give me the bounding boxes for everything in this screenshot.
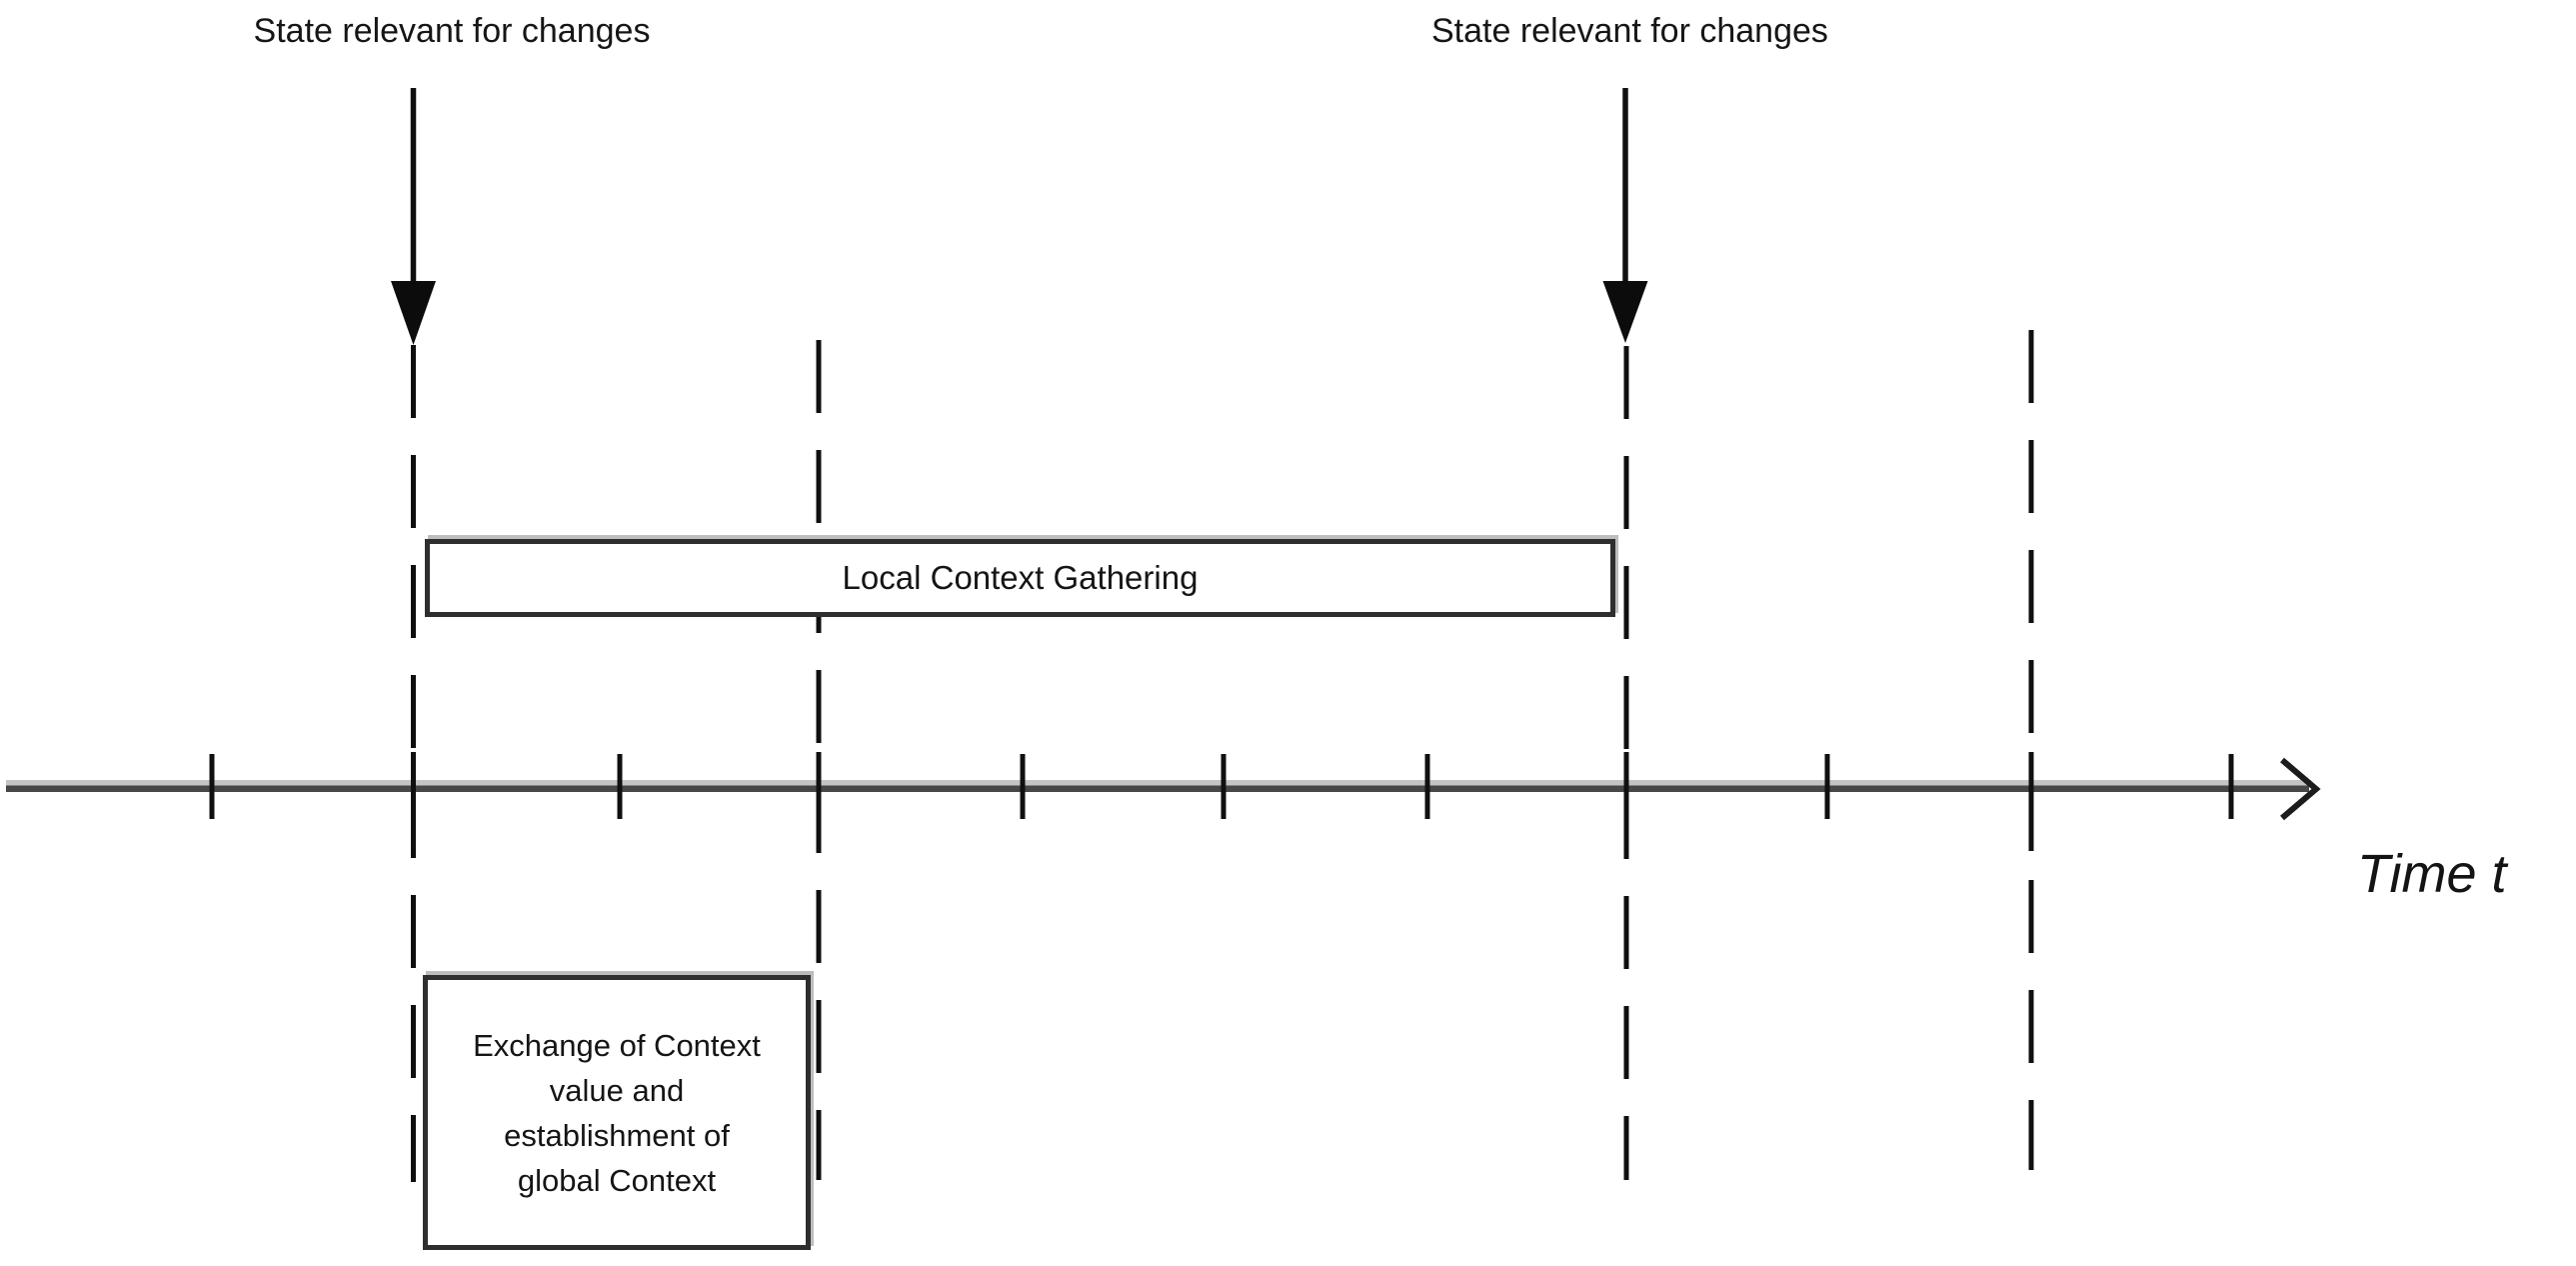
context-exchange-line: establishment of	[504, 1117, 730, 1153]
state-relevant-label-right: State relevant for changes	[1431, 12, 1828, 50]
state-relevant-label-left: State relevant for changes	[253, 12, 651, 50]
down-arrow-icon	[391, 281, 436, 345]
time-axis-label: Time t	[2357, 844, 2507, 904]
context-exchange-text: Exchange of Context value and establishm…	[473, 1023, 761, 1203]
context-exchange-line: value and	[549, 1072, 685, 1108]
context-exchange-line: global Context	[517, 1162, 717, 1198]
context-exchange-line: Exchange of Context	[473, 1027, 761, 1063]
time-axis-highlight	[6, 780, 2311, 786]
context-exchange-box: Exchange of Context value and establishm…	[423, 975, 811, 1250]
time-axis-line	[6, 785, 2309, 792]
local-context-gathering-box: Local Context Gathering	[425, 539, 1615, 617]
local-context-gathering-label: Local Context Gathering	[842, 559, 1199, 596]
down-arrow-icon	[1602, 281, 1648, 343]
chevron-right-icon	[2280, 757, 2321, 821]
